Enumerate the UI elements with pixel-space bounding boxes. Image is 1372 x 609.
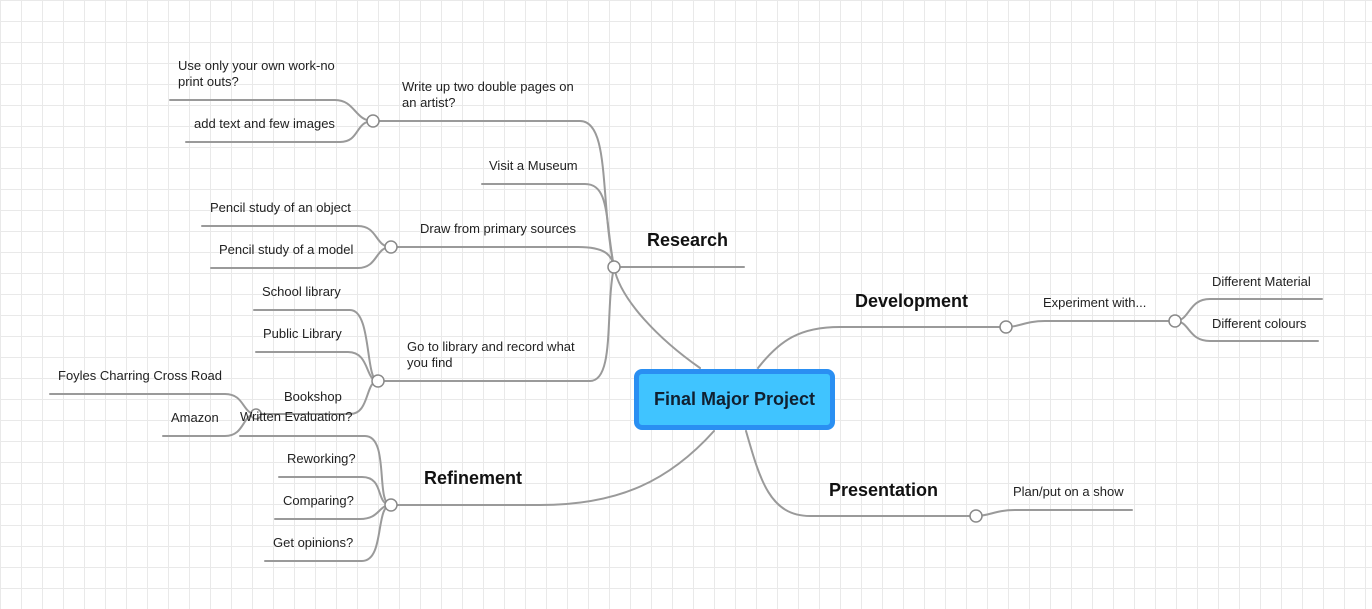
central-topic[interactable]: Final Major Project xyxy=(634,369,835,430)
edge-central-research xyxy=(613,266,701,369)
collapse-toggle-research xyxy=(607,260,621,274)
topic-add-text[interactable]: add text and few images xyxy=(194,116,335,131)
topic-public-library[interactable]: Public Library xyxy=(263,326,342,341)
topic-bookshop[interactable]: Bookshop xyxy=(284,389,342,404)
topic-pencil-model[interactable]: Pencil study of a model xyxy=(219,242,354,257)
subtopic-plan-show[interactable]: Plan/put on a show xyxy=(1013,484,1124,499)
edge-central-presentation xyxy=(745,430,977,517)
edge-library-school xyxy=(253,309,379,382)
collapse-toggle-library xyxy=(371,374,385,388)
main-topic-presentation[interactable]: Presentation xyxy=(829,480,939,500)
edge-central-development xyxy=(757,326,1007,369)
main-topic-development[interactable]: Development xyxy=(855,291,969,311)
subtopic-write-up[interactable]: Write up two double pages on an artist? xyxy=(402,79,574,110)
topic-foyles[interactable]: Foyles Charring Cross Road xyxy=(58,368,223,383)
main-topic-research[interactable]: Research xyxy=(647,230,729,250)
collapse-toggle-writeup xyxy=(366,114,380,128)
subtopic-visit-museum[interactable]: Visit a Museum xyxy=(489,158,578,173)
subtopic-draw-primary[interactable]: Draw from primary sources xyxy=(420,221,577,236)
topic-pencil-object[interactable]: Pencil study of an object xyxy=(210,200,351,215)
edge-bookshop-foyles xyxy=(49,393,257,415)
subtopic-comparing[interactable]: Comparing? xyxy=(283,493,354,508)
edge-research-writeup xyxy=(372,120,615,268)
collapse-toggle-draw xyxy=(384,240,398,254)
subtopic-get-opinions[interactable]: Get opinions? xyxy=(273,535,354,550)
subtopic-experiment[interactable]: Experiment with... xyxy=(1043,295,1147,310)
topic-different-colours[interactable]: Different colours xyxy=(1212,316,1307,331)
topic-own-work[interactable]: Use only your own work-no print outs? xyxy=(178,58,335,89)
main-topic-refinement[interactable]: Refinement xyxy=(424,468,523,488)
edge-research-draw xyxy=(390,246,615,268)
edge-central-refinement xyxy=(390,430,715,506)
collapse-toggle-presentation xyxy=(969,509,983,523)
topic-different-material[interactable]: Different Material xyxy=(1212,274,1311,289)
collapse-toggle-refinement xyxy=(384,498,398,512)
collapse-toggle-development xyxy=(999,320,1013,334)
subtopic-written-evaluation[interactable]: Written Evaluation? xyxy=(240,409,353,424)
subtopic-reworking[interactable]: Reworking? xyxy=(287,451,356,466)
collapse-toggle-bookshop xyxy=(250,408,262,420)
subtopic-go-library[interactable]: Go to library and record what you find xyxy=(407,339,575,370)
topic-amazon[interactable]: Amazon xyxy=(171,410,219,425)
collapse-toggle-experiment xyxy=(1168,314,1182,328)
edge-library-public xyxy=(255,351,379,382)
edge-research-library xyxy=(377,266,615,382)
edge-refinement-opinions xyxy=(264,504,392,562)
topic-school-library[interactable]: School library xyxy=(262,284,341,299)
edge-research-museum xyxy=(481,183,615,268)
edge-presentation-show xyxy=(975,509,1133,517)
edge-development-experiment xyxy=(1005,320,1176,328)
